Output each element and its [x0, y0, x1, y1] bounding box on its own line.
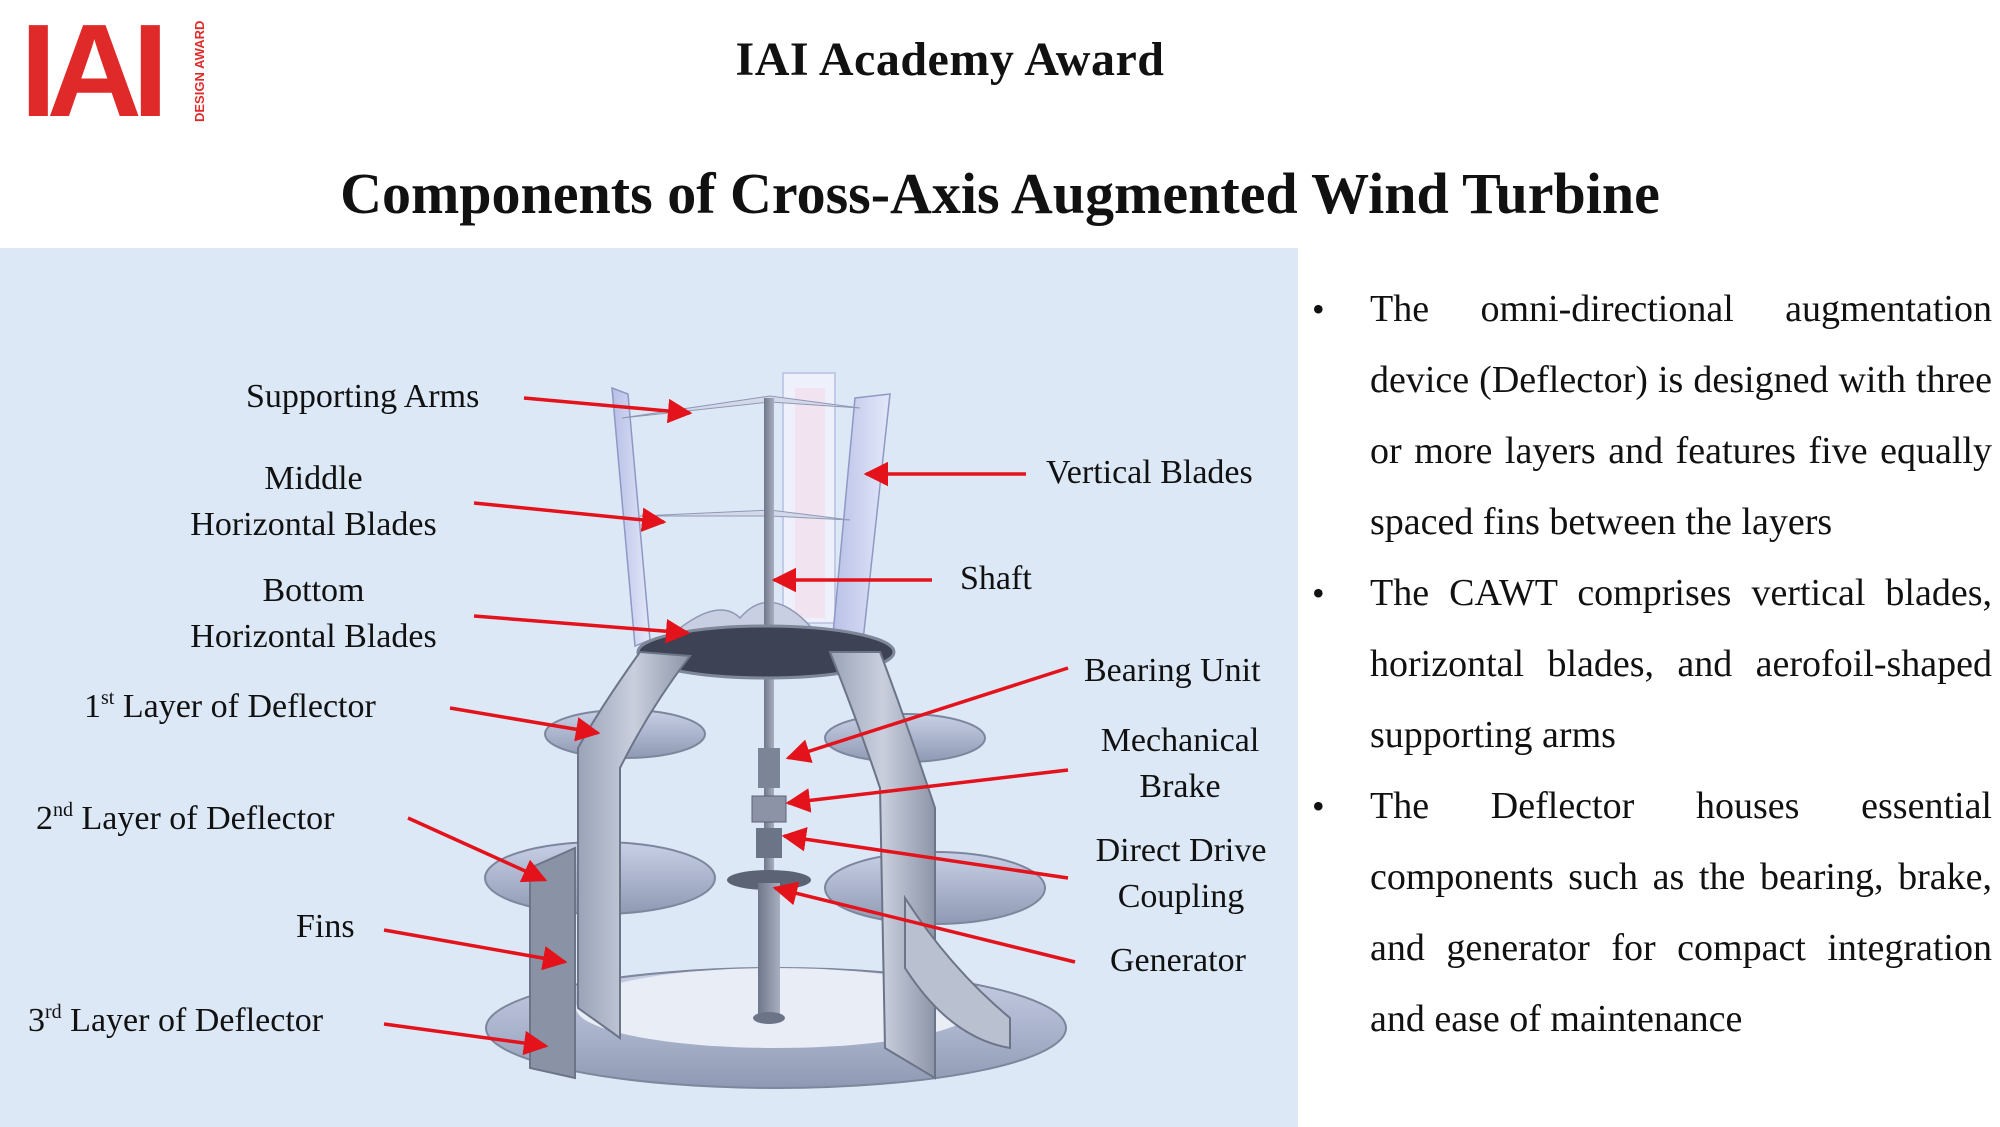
- arrow-fins: [383, 928, 568, 971]
- description-text: The Deflector houses essential component…: [1370, 785, 1992, 1040]
- direct-drive-coupling: [756, 828, 782, 858]
- label-direct-drive-coupling: Direct Drive Coupling: [1076, 828, 1286, 920]
- description-text: The omni-directional augmentation device…: [1370, 288, 1992, 543]
- label-bearing-unit: Bearing Unit: [1084, 648, 1261, 694]
- turbine-diagram: Supporting Arms Middle Horizontal Blades…: [0, 248, 1298, 1127]
- label-layer-3-sup: rd: [45, 1001, 62, 1023]
- generator-base: [753, 1012, 785, 1024]
- label-fins-text: Fins: [296, 908, 355, 945]
- deflector-top-rim: [636, 624, 896, 680]
- arrow-bearing-unit: [785, 666, 1069, 763]
- label-middle-horizontal-blades: Middle Horizontal Blades: [176, 456, 451, 548]
- bearing-unit: [758, 748, 780, 788]
- label-bottom-line2: Horizontal Blades: [190, 618, 437, 655]
- arrow-coupling: [781, 827, 1069, 880]
- supporting-arm: [621, 395, 861, 419]
- page-title: Components of Cross-Axis Augmented Wind …: [340, 161, 1660, 226]
- middle-horizontal-blade: [639, 509, 851, 521]
- label-layer-2: 2nd Layer of Deflector: [36, 796, 334, 842]
- label-supporting-arms: Supporting Arms: [246, 374, 479, 420]
- description-text: The CAWT comprises vertical blades, hori…: [1370, 572, 1992, 756]
- vertical-blade-back-shading: [795, 388, 825, 618]
- label-vertical-blades: Vertical Blades: [1046, 450, 1253, 496]
- label-layer-3: 3rd Layer of Deflector: [28, 998, 323, 1044]
- arrow-mechanical-brake: [785, 768, 1069, 813]
- label-layer-2-num: 2: [36, 800, 53, 837]
- label-vertical-blades-text: Vertical Blades: [1046, 454, 1253, 491]
- bullet-marker: •: [1312, 573, 1325, 613]
- label-layer-3-text: Layer of Deflector: [61, 1002, 324, 1039]
- description-item: • The omni-directional augmentation devi…: [1312, 274, 1992, 558]
- label-brake-line1: Mechanical: [1100, 722, 1260, 759]
- description-list: • The omni-directional augmentation devi…: [1312, 274, 1992, 1055]
- arrow-supporting-arms: [523, 396, 693, 424]
- arrow-layer-1: [449, 706, 601, 742]
- fin-left: [577, 650, 692, 1040]
- label-bottom-line1: Bottom: [262, 572, 365, 609]
- label-middle-line2: Horizontal Blades: [190, 506, 437, 543]
- description-item: • The Deflector houses essential compone…: [1312, 771, 1992, 1055]
- vertical-blade-right: [829, 393, 891, 669]
- fin-right-outer: [904, 894, 1011, 1050]
- label-layer-1-text: Layer of Deflector: [114, 688, 376, 725]
- label-fins: Fins: [296, 904, 355, 950]
- label-generator-text: Generator: [1110, 942, 1246, 979]
- label-mechanical-brake: Mechanical Brake: [1080, 718, 1280, 810]
- arrow-bottom-blades: [473, 614, 691, 644]
- annotation-arrows: [383, 396, 1076, 1056]
- label-shaft: Shaft: [960, 556, 1032, 602]
- label-layer-2-sup: nd: [53, 799, 73, 821]
- arrow-middle-blades: [473, 501, 667, 532]
- arrow-layer-2: [407, 816, 548, 883]
- label-layer-2-text: Layer of Deflector: [73, 800, 335, 837]
- label-shaft-text: Shaft: [960, 560, 1032, 597]
- label-coupling-line2: Coupling: [1117, 878, 1245, 915]
- award-title: IAI Academy Award: [735, 33, 1165, 86]
- label-layer-1: 1st Layer of Deflector: [84, 684, 376, 730]
- turbine-illustration: [383, 372, 1076, 1089]
- label-coupling-line1: Direct Drive: [1095, 832, 1267, 869]
- label-bearing-unit-text: Bearing Unit: [1084, 652, 1261, 689]
- label-brake-line2: Brake: [1139, 768, 1221, 805]
- label-supporting-arms-text: Supporting Arms: [246, 378, 480, 415]
- label-layer-3-num: 3: [28, 1002, 45, 1039]
- arrow-layer-3: [383, 1022, 549, 1056]
- label-bottom-horizontal-blades: Bottom Horizontal Blades: [176, 568, 451, 660]
- arrow-generator: [772, 881, 1076, 964]
- mechanical-brake: [751, 795, 787, 823]
- bullet-marker: •: [1312, 786, 1325, 826]
- label-middle-line1: Middle: [264, 460, 363, 497]
- label-layer-1-sup: st: [101, 687, 115, 709]
- logo-subtext: DESIGN AWARD: [192, 21, 207, 122]
- label-layer-1-num: 1: [84, 688, 101, 725]
- generator-body: [758, 883, 780, 1018]
- description-item: • The CAWT comprises vertical blades, ho…: [1312, 558, 1992, 771]
- logo-text: IAI: [20, 14, 160, 126]
- bullet-marker: •: [1312, 289, 1325, 329]
- label-generator: Generator: [1110, 938, 1246, 984]
- iai-logo: IAI DESIGN AWARD: [20, 14, 210, 126]
